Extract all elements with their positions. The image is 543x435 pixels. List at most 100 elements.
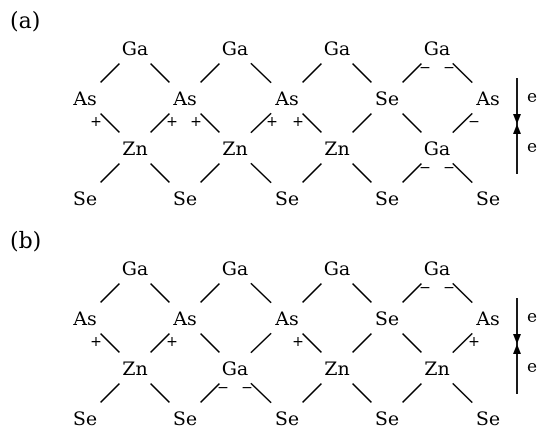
atom-label: As <box>172 88 196 110</box>
bond-line <box>250 332 272 354</box>
atom-label: Zn <box>122 358 147 380</box>
atom-label: Se <box>173 188 197 210</box>
bond-line <box>100 283 120 303</box>
charge-sign: + <box>468 334 480 350</box>
bond-line <box>352 163 372 183</box>
panel-label: (a) <box>10 9 40 34</box>
arrow-label-bottom: e <box>527 357 537 377</box>
bond-line <box>150 63 170 83</box>
atom-label: As <box>172 308 196 330</box>
bond-line <box>100 113 120 133</box>
charge-sign: − <box>419 60 431 76</box>
atom-label: Se <box>375 408 399 430</box>
bond-line <box>302 383 322 403</box>
bond-line <box>402 283 422 303</box>
atom-label: Ga <box>222 38 249 60</box>
atom-label: Se <box>375 88 399 110</box>
bond-line <box>150 383 170 403</box>
bond-line <box>352 63 372 83</box>
atom-label: Ga <box>424 38 451 60</box>
bonds <box>100 282 473 404</box>
bond-line <box>452 112 473 134</box>
bond-line <box>352 113 372 133</box>
atom-label: Zn <box>424 358 449 380</box>
bond-line <box>402 333 422 353</box>
bond-line <box>200 113 220 133</box>
atom-label: Zn <box>122 138 147 160</box>
panel-label: (b) <box>10 229 41 254</box>
atom-label: Zn <box>222 138 247 160</box>
bond-line <box>150 163 170 183</box>
bond-line <box>250 282 272 304</box>
atom-label: Se <box>275 408 299 430</box>
charge-sign: + <box>190 114 202 130</box>
charge-sign: + <box>166 334 178 350</box>
charge-sign: − <box>217 380 229 396</box>
bond-line <box>452 62 473 84</box>
charge-sign: + <box>90 114 102 130</box>
atom-label: Zn <box>324 138 349 160</box>
bond-line <box>452 282 473 304</box>
charge-sign: + <box>266 114 278 130</box>
atom-label: Se <box>275 188 299 210</box>
bond-line <box>100 63 120 83</box>
atom-label: Se <box>173 408 197 430</box>
bond-line <box>452 162 473 184</box>
charge-sign: − <box>241 380 253 396</box>
charges: −−+++++−−− <box>90 60 480 176</box>
bond-line <box>352 283 372 303</box>
arrow-head-up <box>513 124 521 134</box>
atom-label: Se <box>375 188 399 210</box>
bond-line <box>302 333 322 353</box>
bond-line <box>150 283 170 303</box>
bond-line <box>200 63 220 83</box>
bond-line <box>302 163 322 183</box>
atom-label: Zn <box>324 358 349 380</box>
atom-label: Ga <box>424 258 451 280</box>
bond-line <box>250 382 272 404</box>
bond-line <box>100 333 120 353</box>
charge-sign: − <box>443 60 455 76</box>
bonds <box>100 62 473 184</box>
charge-sign: − <box>443 160 455 176</box>
atom-label: Ga <box>222 358 249 380</box>
bond-line <box>302 113 322 133</box>
atom-label: Ga <box>424 138 451 160</box>
atom-label: As <box>72 88 96 110</box>
bond-line <box>402 383 422 403</box>
atom-label: Ga <box>324 258 351 280</box>
atom-label: Se <box>73 188 97 210</box>
bond-line <box>200 383 220 403</box>
charge-sign: + <box>90 334 102 350</box>
atom-label: Se <box>476 408 500 430</box>
bond-line <box>250 112 272 134</box>
bond-line <box>100 163 120 183</box>
atom-label: Ga <box>324 38 351 60</box>
bond-line <box>100 383 120 403</box>
bond-line <box>250 162 272 184</box>
arrow-head-down <box>513 114 521 124</box>
arrow-head-up <box>513 344 521 354</box>
charges: −−++++−− <box>90 280 480 396</box>
bond-line <box>200 333 220 353</box>
arrow-head-down <box>513 334 521 344</box>
arrow-label-top: e <box>527 87 537 107</box>
arrow-label-top: e <box>527 307 537 327</box>
bond-line <box>402 113 422 133</box>
atom-label: Ga <box>122 258 149 280</box>
charge-sign: + <box>166 114 178 130</box>
field-arrow: ee <box>513 78 537 174</box>
bond-line <box>352 333 372 353</box>
charge-sign: − <box>419 160 431 176</box>
bond-line <box>150 333 170 353</box>
charge-sign: + <box>292 334 304 350</box>
atom-label: As <box>72 308 96 330</box>
atom-label: Ga <box>122 38 149 60</box>
bond-line <box>250 62 272 84</box>
atom-label: As <box>475 88 499 110</box>
